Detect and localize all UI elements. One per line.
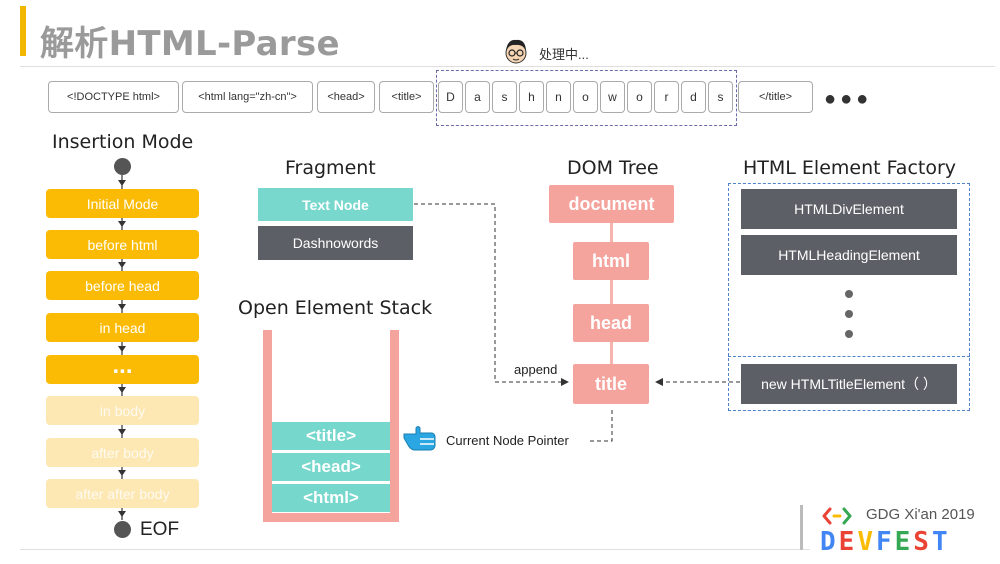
stack-item-title: <title>	[272, 422, 390, 450]
dom-node-title: title	[573, 364, 649, 404]
append-arrow	[414, 203, 569, 386]
token-char: d	[681, 81, 706, 113]
factory-container	[728, 183, 970, 411]
eof-label: EOF	[140, 519, 180, 540]
mode-in-body: in body	[46, 396, 199, 425]
text-node: Text Node	[258, 188, 413, 221]
stack-heading: Open Element Stack	[238, 297, 433, 319]
stack-right-wall	[390, 330, 399, 520]
footer-divider	[20, 549, 810, 550]
token-title-close: </title>	[738, 81, 813, 113]
token-char: D	[438, 81, 463, 113]
pointer-link	[590, 408, 613, 442]
factory-more-dot	[845, 310, 853, 318]
slide-title: 解析HTML-Parse	[40, 24, 340, 64]
mode-before-html: before html	[46, 230, 199, 259]
devfest-logo: DEVFEST	[820, 527, 951, 557]
append-label: append	[514, 362, 558, 377]
insertion-mode-heading: Insertion Mode	[52, 131, 194, 153]
factory-more-dot	[845, 330, 853, 338]
factory-item-div: HTMLDivElement	[741, 189, 957, 229]
fragment-content: Dashnowords	[258, 226, 413, 260]
more-tokens-ellipsis: ●●●	[824, 88, 873, 110]
stack-item-html: <html>	[272, 484, 390, 512]
dom-tree-heading: DOM Tree	[567, 157, 659, 179]
dom-link	[610, 342, 613, 364]
logo-separator	[800, 505, 803, 550]
stack-item-head: <head>	[272, 453, 390, 481]
fragment-heading: Fragment	[285, 157, 376, 179]
factory-divider	[728, 356, 970, 357]
token-char: a	[465, 81, 490, 113]
gdg-logo-icon	[822, 507, 852, 525]
token-char: r	[654, 81, 679, 113]
processing-highlight	[436, 70, 737, 126]
title-accent-bar	[20, 6, 26, 56]
factory-item-new-title: new HTMLTitleElement（ ）	[741, 364, 957, 404]
processing-label: 处理中...	[539, 47, 589, 62]
token-char: s	[708, 81, 733, 113]
token-char: w	[600, 81, 625, 113]
token-doctype: <!DOCTYPE html>	[48, 81, 179, 113]
token-char: n	[546, 81, 571, 113]
dom-link	[610, 223, 613, 243]
stack-left-wall	[263, 330, 272, 520]
token-head-open: <head>	[317, 81, 375, 113]
mode-after-body: after body	[46, 438, 199, 467]
mode-before-head: before head	[46, 271, 199, 300]
pointing-hand-icon	[403, 426, 436, 451]
factory-more-dot	[845, 290, 853, 298]
token-html-open: <html lang="zh-cn">	[182, 81, 313, 113]
dom-node-head: head	[573, 304, 649, 342]
token-char: o	[573, 81, 598, 113]
dom-node-html: html	[573, 242, 649, 280]
dom-link	[610, 280, 613, 304]
start-node	[114, 158, 131, 175]
header-divider	[20, 66, 995, 67]
token-char: o	[627, 81, 652, 113]
current-node-pointer-label: Current Node Pointer	[446, 433, 569, 448]
avatar-icon	[505, 39, 527, 64]
factory-item-heading: HTMLHeadingElement	[741, 235, 957, 275]
mode-after-after-body: after after body	[46, 479, 199, 508]
dom-node-document: document	[549, 185, 674, 223]
token-title-open: <title>	[379, 81, 434, 113]
stack-bottom-wall	[263, 513, 399, 522]
mode-initial: Initial Mode	[46, 189, 199, 218]
mode-more: ...	[46, 352, 199, 384]
eof-node	[114, 521, 131, 538]
token-char: s	[492, 81, 517, 113]
token-char: h	[519, 81, 544, 113]
event-label: GDG Xi'an 2019	[866, 506, 975, 523]
mode-in-head: in head	[46, 313, 199, 342]
factory-heading: HTML Element Factory	[743, 157, 957, 179]
